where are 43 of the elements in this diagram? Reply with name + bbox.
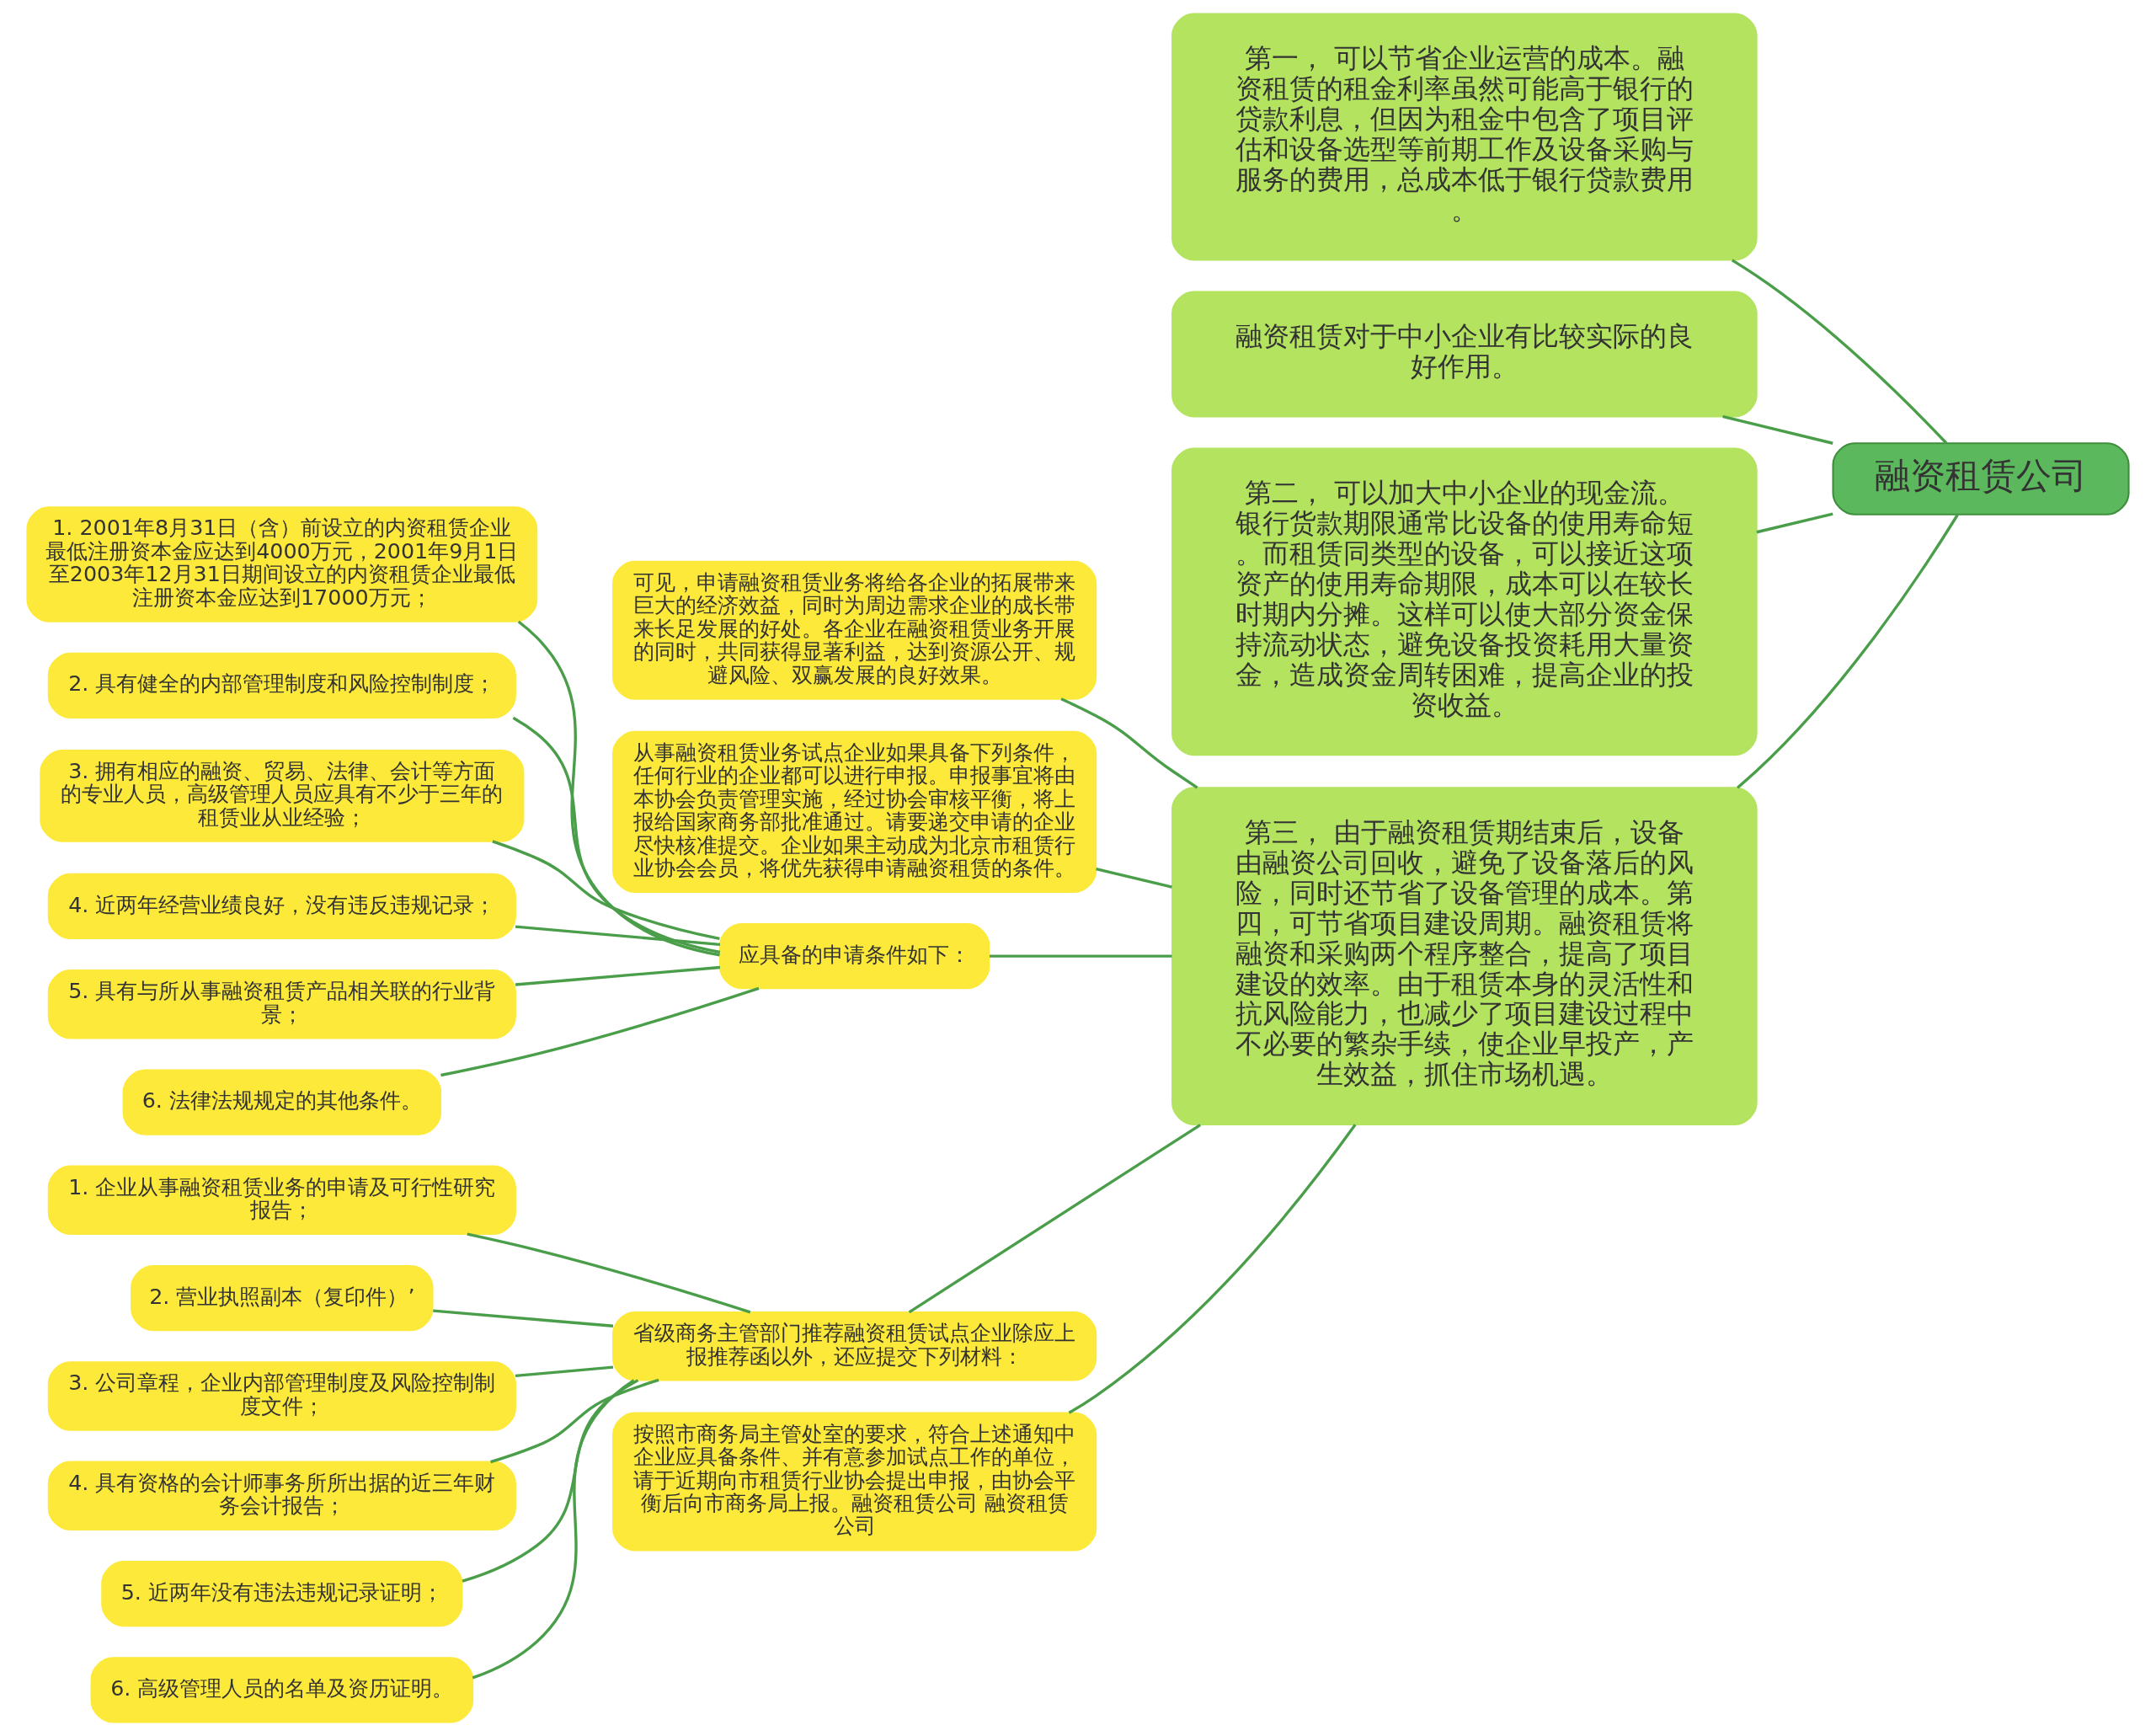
connector	[490, 1378, 659, 1464]
connector	[1096, 868, 1172, 889]
connector	[1736, 514, 1959, 789]
node-box: 第二， 可以加大中小企业的现金流。银行货款期限通常比设备的使用寿命短。而租赁同类型的设备，可以接近这项资产的使用寿命期限，成本可以在较长时期内分摊。这样可以使大部分资金保持流动状态，避免设备投资耗用大量资金，造成资金周转困难，提高企业的投资收益。	[1171, 447, 1758, 756]
connector	[517, 620, 720, 957]
connector	[1756, 512, 1833, 534]
connector	[1068, 1124, 1357, 1414]
connector	[433, 1309, 614, 1327]
node-box: 5. 具有与所从事融资租赁产品相关联的行业背景；	[47, 969, 516, 1039]
connector	[467, 1232, 751, 1314]
connector	[515, 965, 721, 986]
node-box: 融资租赁对于中小企业有比较实际的良好作用。	[1171, 291, 1758, 418]
node-box: 2. 具有健全的内部管理制度和风险控制制度；	[47, 652, 516, 718]
connector	[515, 925, 721, 947]
node-box: 3. 拥有相应的融资、贸易、法律、会计等方面的专业人员，高级管理人员应具有不少于三年的租赁业从业经验；	[40, 749, 525, 842]
node-box: 3. 公司章程，企业内部管理制度及风险控制制度文件；	[47, 1361, 516, 1431]
node-box: 1. 2001年8月31日（含）前设立的内资租赁企业最低注册资本金应达到4000万元，2001年9月1日至2003年12月31日期间设立的内资租赁企业最低注册资本金应达到17000万元；	[26, 506, 538, 622]
connector	[492, 840, 720, 941]
connector	[908, 1124, 1202, 1314]
connector	[989, 954, 1172, 958]
node-box: 2. 营业执照副本（复印件）’	[131, 1265, 434, 1332]
node-box: 第三， 由于融资租赁期结束后，设备由融资公司回收，避免了设备落后的风险，同时还节省了设备管理的成本。第四，可节省项目建设周期。融资租赁将融资和采购两个程序整合，提高了项目建设的效率。由于租赁本身的灵活性和抗风险能力，也减少了项目建设过程中不必要的繁杂手续，使企业早投产，产生效益，抓住市场机遇。	[1171, 787, 1758, 1126]
node-box: 应具备的申请条件如下：	[718, 923, 990, 990]
node-box: 第一， 可以节省企业运营的成本。融资租赁的租金利率虽然可能高于银行的贷款利息，但因为租金中包含了项目评估和设备选型等前期工作及设备采购与服务的费用，总成本低于银行贷款费用。	[1171, 13, 1758, 261]
node-box: 4. 具有资格的会计师事务所所出据的近三年财务会计报告；	[47, 1461, 516, 1531]
node-box: 可见，申请融资租赁业务将给各企业的拓展带来巨大的经济效益，同时为周边需求企业的成长带来长足发展的好处。各企业在融资租赁业务开展的同时，共同获得显著利益，达到资源公开、规避风险、双赢发展的良好效果。	[612, 560, 1097, 700]
node-box: 6. 高级管理人员的名单及资历证明。	[90, 1657, 474, 1723]
connector	[472, 1379, 635, 1680]
node-box: 6. 法律法规规定的其他条件。	[122, 1069, 442, 1135]
node-box: 5. 近两年没有违法违规记录证明；	[101, 1561, 463, 1627]
node-box: 省级商务主管部门推荐融资租赁试点企业除应上报推荐函以外，还应提交下列材料：	[612, 1311, 1097, 1381]
node-box: 1. 企业从事融资租赁业务的申请及可行性研究报告；	[47, 1165, 516, 1236]
connector	[1060, 697, 1198, 789]
node-box: 按照市商务局主管处室的要求，符合上述通知中企业应具备条件、并有意参加试点工作的单位，请于近期向市租赁行业协会提出申报，由协会平衡后向市商务局上报。融资租赁公司 融资租赁公司	[612, 1412, 1097, 1552]
connector	[515, 1365, 614, 1378]
connector	[512, 716, 721, 954]
node-box: 从事融资租赁业务试点企业如果具备下列条件，任何行业的企业都可以进行申报。申报事宜将由本协会负责管理实施，经过协会审核平衡，将上报给国家商务部批准通过。请要递交申请的企业尽快核准提交。企业如果主动成为北京市租赁行业协会会员，将优先获得申请融资租赁的条件。	[612, 730, 1097, 894]
connector	[462, 1379, 639, 1583]
connector	[1722, 414, 1833, 445]
connector	[1731, 259, 1948, 445]
node-box: 融资租赁公司	[1832, 442, 2130, 515]
node-box: 4. 近两年经营业绩良好，没有违反违规记录；	[47, 873, 516, 940]
connector	[440, 986, 760, 1077]
